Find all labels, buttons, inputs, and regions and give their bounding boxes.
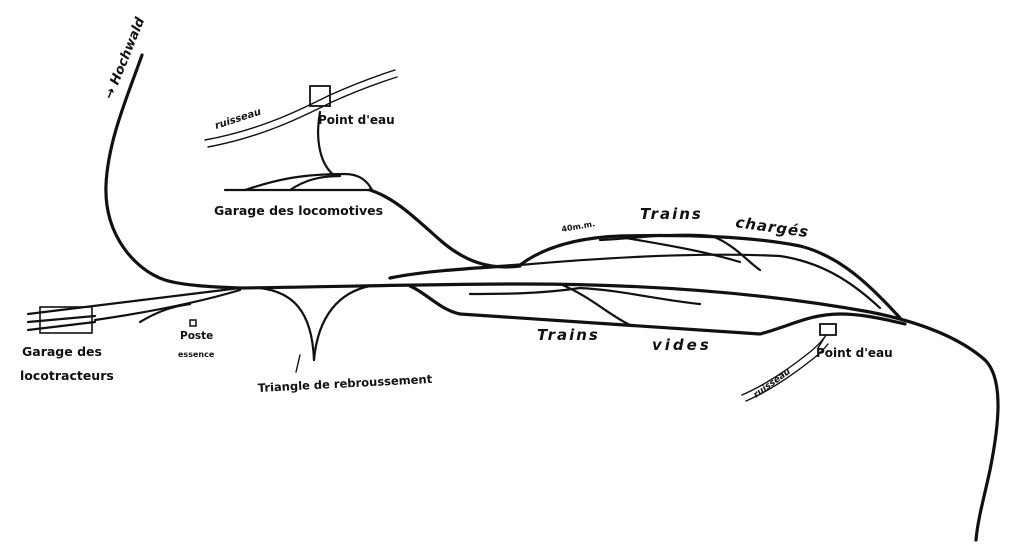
label-point-eau-top: Point d'eau: [318, 113, 395, 127]
empty-track-3: [468, 286, 702, 306]
stream-top-2: [207, 76, 398, 148]
poste-essence-marker: [189, 319, 197, 327]
garage-track-1: [26, 286, 242, 316]
loaded-track-4: [618, 235, 742, 264]
triangle-right: [312, 284, 372, 362]
triangle-pointer: [295, 354, 301, 373]
loaded-track-3: [598, 233, 762, 272]
empty-track-2: [558, 282, 634, 328]
label-garage-locomotives: Garage des locomotives: [214, 203, 383, 218]
stream-top-1: [204, 69, 396, 141]
garage-track-2: [26, 314, 97, 324]
label-essence: essence: [178, 350, 215, 359]
label-trains-charges-2: chargés: [734, 213, 810, 241]
label-ruisseau-bottom: ruisseau: [752, 367, 793, 401]
loco-garage-track-3: [288, 174, 342, 192]
loaded-track-1: [388, 233, 902, 320]
water-tank-bottom: [819, 323, 837, 336]
loco-garage-branch: [368, 188, 522, 269]
label-triangle: Triangle de rebroussement: [257, 372, 433, 395]
locotracteur-shed: [39, 306, 93, 334]
label-point-eau-bottom: Point d'eau: [816, 346, 893, 360]
stream-bottom-1: [741, 337, 825, 396]
siding-short: [138, 302, 192, 324]
label-distance: 40m.m.: [561, 219, 596, 234]
water-tank-top: [309, 85, 331, 107]
loaded-track-2: [518, 253, 882, 310]
hochwald-line: [104, 53, 242, 290]
label-trains-charges-1: Trains: [640, 205, 703, 223]
loco-water-branch: [317, 110, 337, 178]
triangle-left: [258, 286, 316, 362]
label-ruisseau-top: ruisseau: [214, 107, 263, 132]
label-poste: Poste: [180, 330, 213, 342]
loco-garage-track-2: [243, 172, 374, 192]
garage-track-3: [26, 320, 97, 332]
siding-to-poste: [93, 288, 242, 322]
stream-bottom-2: [745, 343, 829, 402]
label-trains-vides-1: Trains: [537, 326, 600, 344]
empty-track-1: [408, 284, 907, 336]
main-line: [238, 282, 1000, 542]
water-tank-bottom-stem: [817, 334, 827, 349]
label-garage-locotracteurs-2: locotracteurs: [20, 368, 114, 383]
label-trains-vides-2: vides: [652, 336, 712, 354]
label-garage-locotracteurs-1: Garage des: [22, 344, 102, 359]
